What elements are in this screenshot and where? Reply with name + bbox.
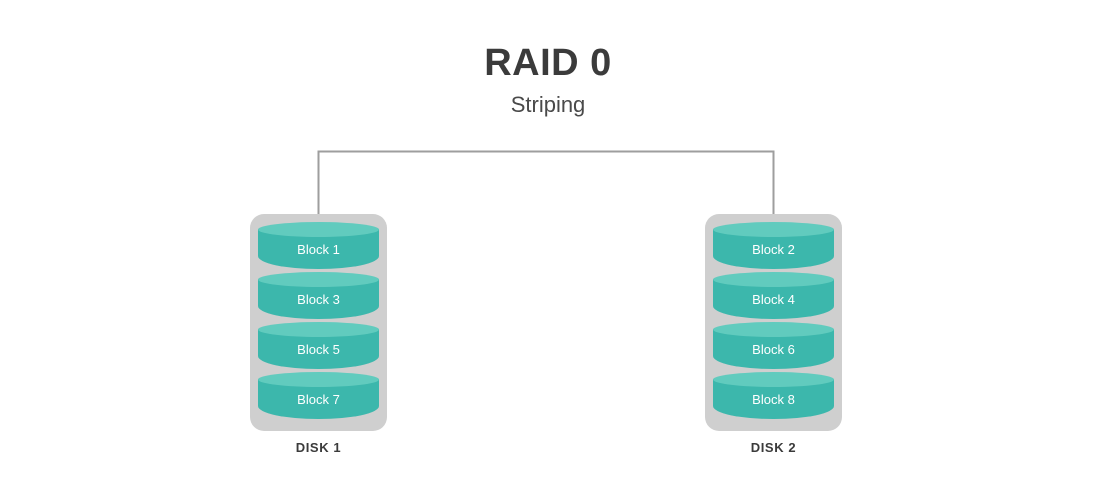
block-top-ellipse bbox=[258, 222, 379, 237]
disk-2-block-item: Block 4 bbox=[713, 272, 834, 326]
block-label: Block 6 bbox=[752, 342, 795, 357]
block-top-ellipse bbox=[713, 372, 834, 387]
disk-2-block-item: Block 8 bbox=[713, 372, 834, 426]
diagram-subtitle: Striping bbox=[510, 91, 586, 117]
disk-1-block-item: Block 3 bbox=[258, 272, 379, 326]
block-top-ellipse bbox=[258, 372, 379, 387]
disk-1-block-stack: Block 1 Block 3 Block 5 Block 7 bbox=[258, 222, 379, 423]
block-top-ellipse bbox=[713, 222, 834, 237]
diagram-title: RAID 0 bbox=[484, 42, 612, 84]
block-label: Block 3 bbox=[297, 292, 340, 307]
disk-1-block-item: Block 1 bbox=[258, 222, 379, 276]
disk-2-block-stack: Block 2 Block 4 Block 6 Block 8 bbox=[713, 222, 834, 423]
title-block: RAID 0 Striping bbox=[0, 42, 1096, 117]
block-label: Block 2 bbox=[752, 242, 795, 257]
disk-2-label: DISK 2 bbox=[750, 440, 797, 455]
block-top-ellipse bbox=[713, 322, 834, 337]
block-label: Block 5 bbox=[297, 342, 340, 357]
disk-1-case: Block 1 Block 3 Block 5 Block 7 bbox=[250, 214, 387, 431]
disk-2-case: Block 2 Block 4 Block 6 Block 8 bbox=[705, 214, 842, 431]
disk-2: Block 2 Block 4 Block 6 Block 8 bbox=[705, 214, 842, 455]
block-label: Block 4 bbox=[752, 292, 795, 307]
block-top-ellipse bbox=[713, 272, 834, 287]
block-label: Block 7 bbox=[297, 392, 340, 407]
block-label: Block 8 bbox=[752, 392, 795, 407]
disk-1-block-item: Block 5 bbox=[258, 322, 379, 376]
block-top-ellipse bbox=[258, 322, 379, 337]
disk-1-label: DISK 1 bbox=[295, 440, 342, 455]
block-label: Block 1 bbox=[297, 242, 340, 257]
striping-connector bbox=[317, 150, 775, 236]
disk-2-block-item: Block 6 bbox=[713, 322, 834, 376]
block-top-ellipse bbox=[258, 272, 379, 287]
disk-2-block-item: Block 2 bbox=[713, 222, 834, 276]
disk-1-block-item: Block 7 bbox=[258, 372, 379, 426]
disk-1: Block 1 Block 3 Block 5 Block 7 bbox=[250, 214, 387, 455]
